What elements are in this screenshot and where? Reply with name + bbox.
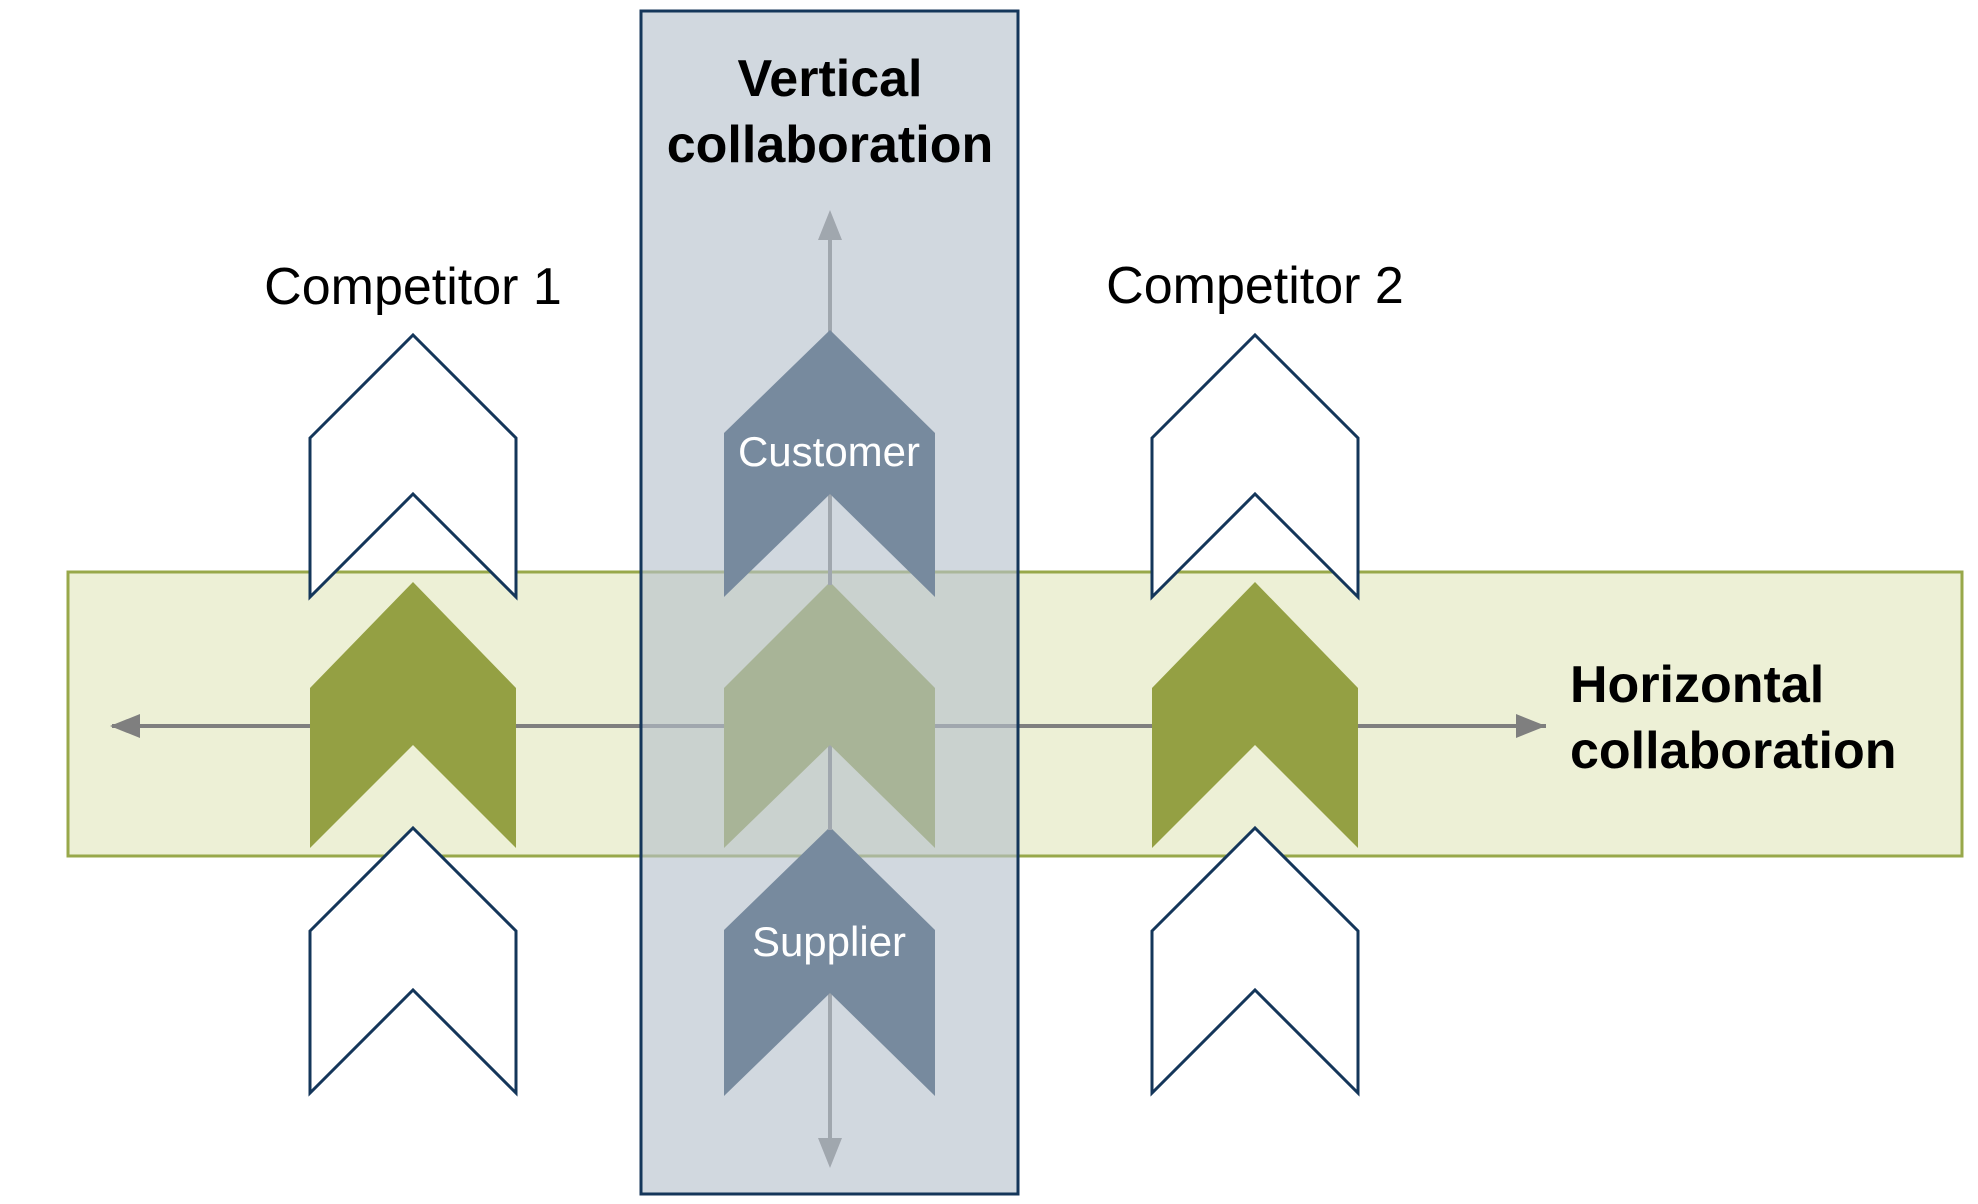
horizontal-collaboration-title-line2: collaboration	[1570, 722, 1896, 780]
chevron-up-icon	[1150, 332, 1360, 601]
chevron-up-icon	[1150, 825, 1360, 1097]
customer-label: Customer	[738, 428, 920, 475]
vertical-collaboration-title-line2: collaboration	[667, 116, 993, 174]
chevron-up-icon	[308, 332, 518, 601]
chevron-up-icon	[308, 825, 518, 1097]
supplier-label: Supplier	[752, 918, 906, 965]
chevron-up-icon	[1152, 582, 1358, 848]
vertical-collaboration-title-line1: Vertical	[737, 50, 922, 108]
arrow-right-icon	[1516, 714, 1546, 738]
chevron-up-icon	[310, 582, 516, 848]
competitor-2-column	[1150, 332, 1360, 1097]
competitor-1-label: Competitor 1	[264, 258, 562, 316]
horizontal-collaboration-title-line1: Horizontal	[1570, 656, 1824, 714]
vertical-collaboration-band	[639, 9, 1020, 1196]
competitor-2-label: Competitor 2	[1106, 257, 1404, 315]
competitor-1-column	[308, 332, 518, 1097]
arrow-left-icon	[110, 714, 140, 738]
